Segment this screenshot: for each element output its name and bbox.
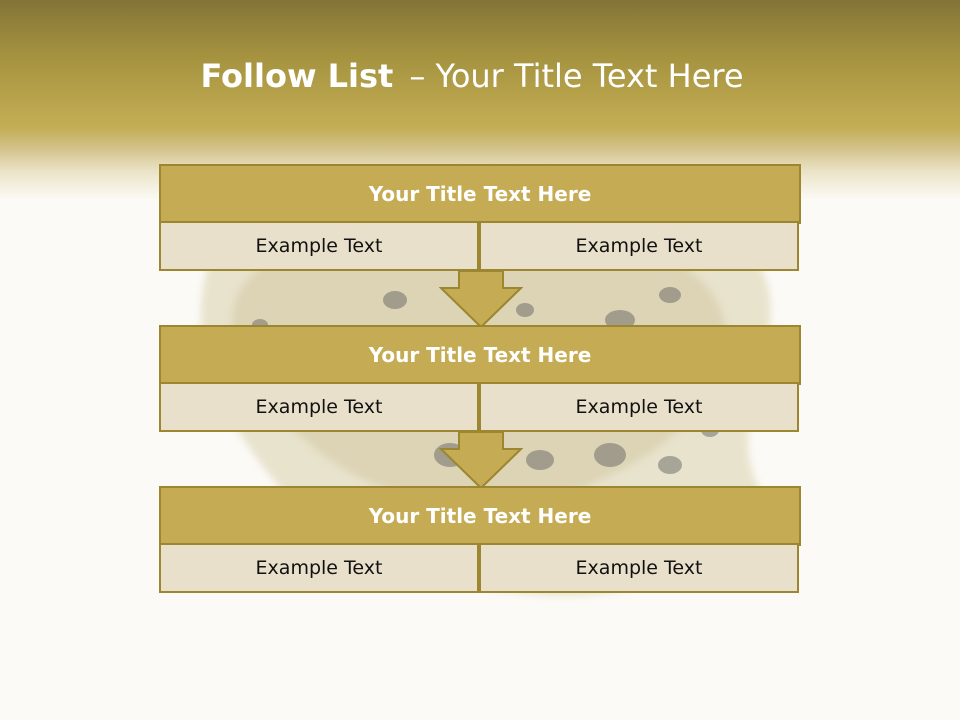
step-cell-right: Example Text: [479, 382, 799, 432]
step-block-2: Your Title Text Here Example Text Exampl…: [159, 325, 801, 432]
slide-title-bold: Follow List: [200, 57, 394, 95]
step-title: Your Title Text Here: [159, 486, 801, 546]
step-cell-left: Example Text: [159, 382, 479, 432]
step-cell-left: Example Text: [159, 221, 479, 271]
step-cell-right: Example Text: [479, 543, 799, 593]
slide-title: Follow List – Your Title Text Here: [0, 52, 944, 100]
down-arrow-icon: [439, 270, 523, 328]
step-cell-right: Example Text: [479, 221, 799, 271]
step-cell-left: Example Text: [159, 543, 479, 593]
step-block-3: Your Title Text Here Example Text Exampl…: [159, 486, 801, 593]
down-arrow-icon: [439, 431, 523, 489]
step-title: Your Title Text Here: [159, 325, 801, 385]
step-title: Your Title Text Here: [159, 164, 801, 224]
slide-title-rest: – Your Title Text Here: [409, 57, 744, 95]
step-block-1: Your Title Text Here Example Text Exampl…: [159, 164, 801, 271]
